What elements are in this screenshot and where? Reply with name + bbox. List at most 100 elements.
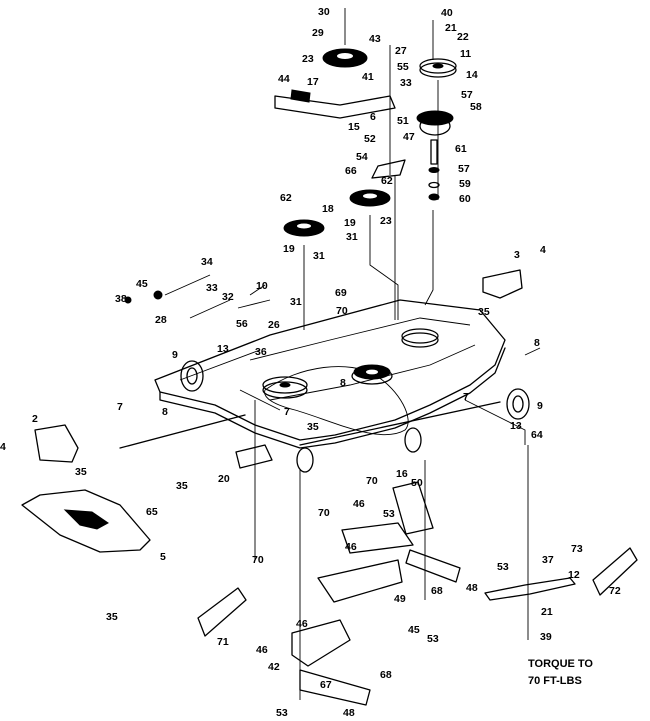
- idler-spring-44: [290, 89, 311, 103]
- right-deck-pulley: [401, 328, 439, 348]
- callout-58: 58: [470, 101, 482, 113]
- callout-37: 37: [542, 554, 554, 566]
- idler-pulley-18: [283, 219, 325, 237]
- callout-47: 47: [403, 131, 415, 143]
- callout-46c: 46: [296, 618, 308, 630]
- callout-12: 12: [568, 569, 580, 581]
- callout-43: 43: [369, 33, 381, 45]
- callout-40: 40: [441, 7, 453, 19]
- hardware-bolts: [124, 274, 541, 356]
- drive-belt: [264, 366, 409, 436]
- idler-arm-15: [274, 95, 396, 119]
- callout-49: 49: [394, 593, 406, 605]
- callout-55: 55: [397, 61, 409, 73]
- callout-46d: 46: [256, 644, 268, 656]
- baffle-mount-53: [341, 522, 414, 554]
- assembly-guide-lines: [254, 8, 529, 700]
- callout-13b: 13: [510, 420, 522, 432]
- chute-bracket: [291, 619, 351, 667]
- callout-9a: 9: [172, 349, 178, 361]
- deck-wheel-front-right: [404, 427, 422, 453]
- callout-35a: 35: [478, 306, 490, 318]
- end-bracket-2: [34, 424, 79, 463]
- baffle-bracket: [405, 549, 461, 583]
- callout-46a: 46: [353, 498, 365, 510]
- callout-45: 45: [136, 278, 148, 290]
- baffle-50: [392, 481, 434, 535]
- callout-35d: 35: [106, 611, 118, 623]
- bracket-71: [197, 587, 247, 637]
- callout-48b: 48: [343, 707, 355, 719]
- baffle-49: [317, 559, 403, 603]
- bracket-72: [592, 547, 638, 596]
- callout-68a: 68: [431, 585, 443, 597]
- callout-54: 54: [356, 151, 368, 163]
- torque-note-line-1: TORQUE TO: [528, 658, 593, 670]
- idler-pulley-23b: [349, 189, 391, 207]
- callout-62b: 62: [280, 192, 292, 204]
- callout-7c: 7: [463, 391, 469, 403]
- callout-34: 34: [201, 256, 213, 268]
- callout-65: 65: [146, 506, 158, 518]
- deck-rod-right: [299, 401, 501, 446]
- deck-decal-5: [21, 489, 151, 553]
- callout-31a: 31: [346, 231, 358, 243]
- callout-45b: 45: [408, 624, 420, 636]
- callout-18: 18: [322, 203, 334, 215]
- callout-8a: 8: [534, 337, 540, 349]
- mower-deck-housing: [154, 299, 506, 449]
- mower-blade-12: [484, 577, 576, 601]
- callout-56: 56: [236, 318, 248, 330]
- callout-50: 50: [411, 477, 423, 489]
- callout-8b: 8: [340, 377, 346, 389]
- deck-wheel-left: [180, 360, 204, 392]
- callout-20: 20: [218, 473, 230, 485]
- callout-59: 59: [459, 178, 471, 190]
- callout-31b: 31: [313, 250, 325, 262]
- callout-68b: 68: [380, 669, 392, 681]
- top-idler-pulley-23: [322, 48, 368, 68]
- callout-30: 30: [318, 6, 330, 18]
- callout-2: 2: [32, 413, 38, 425]
- callout-7a: 7: [117, 401, 123, 413]
- callout-35b: 35: [75, 466, 87, 478]
- callout-57b: 57: [458, 163, 470, 175]
- callout-52: 52: [364, 133, 376, 145]
- callout-51: 51: [397, 115, 409, 127]
- callout-61: 61: [455, 143, 467, 155]
- bracket-66: [371, 159, 406, 179]
- callout-17: 17: [307, 76, 319, 88]
- callout-70b: 70: [252, 554, 264, 566]
- deck-rod-guide: [464, 399, 526, 445]
- callout-4a: 4: [540, 244, 546, 256]
- callout-3: 3: [514, 249, 520, 261]
- callout-19b: 19: [283, 243, 295, 255]
- callout-41: 41: [362, 71, 374, 83]
- callout-5: 5: [160, 551, 166, 563]
- shield-20: [235, 444, 273, 469]
- callout-42: 42: [268, 661, 280, 673]
- callout-16: 16: [396, 468, 408, 480]
- callout-33a: 33: [400, 77, 412, 89]
- callout-35c: 35: [176, 480, 188, 492]
- callout-13a: 13: [217, 343, 229, 355]
- callout-62a: 62: [381, 175, 393, 187]
- callout-31c: 31: [290, 296, 302, 308]
- callout-26: 26: [268, 319, 280, 331]
- left-deck-pulley: [262, 376, 308, 399]
- callout-70d: 70: [366, 475, 378, 487]
- callout-60: 60: [459, 193, 471, 205]
- callout-36: 36: [255, 346, 267, 358]
- chute-arm: [299, 669, 371, 706]
- callout-19a: 19: [344, 217, 356, 229]
- deck-wheel-right: [506, 388, 530, 420]
- callout-7b: 7: [284, 406, 290, 418]
- deck-wheel-front-left: [296, 447, 314, 473]
- callout-44: 44: [278, 73, 290, 85]
- side-shield-3: [482, 269, 523, 299]
- callout-10: 10: [256, 280, 268, 292]
- callout-53d: 53: [276, 707, 288, 719]
- callout-21b: 21: [541, 606, 553, 618]
- callout-32: 32: [222, 291, 234, 303]
